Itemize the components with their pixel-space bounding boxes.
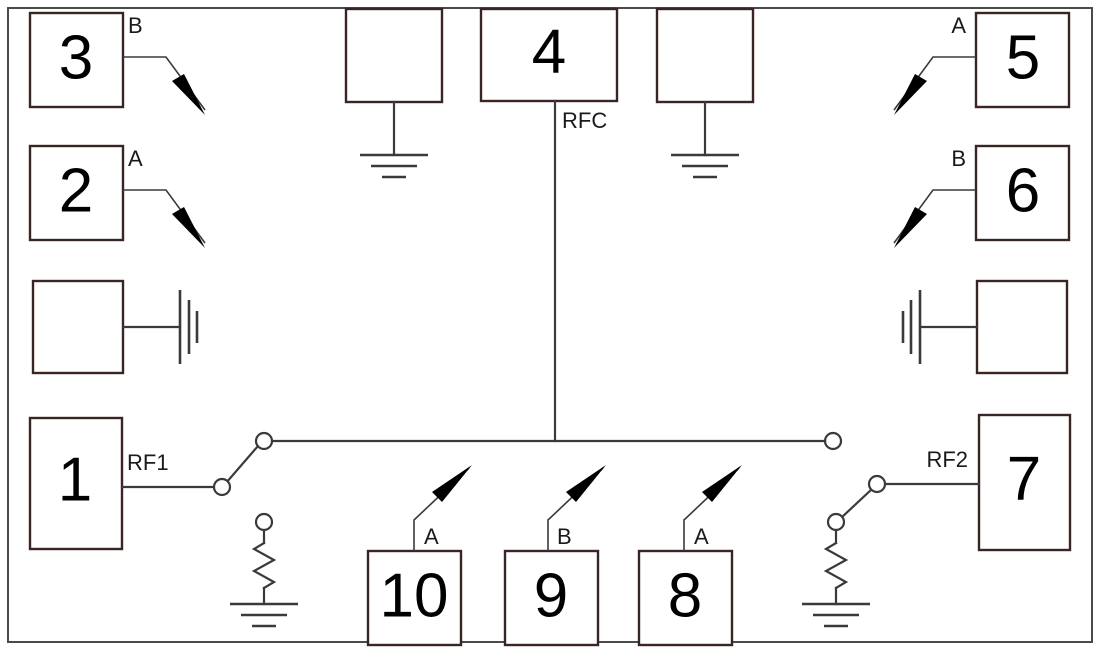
component-box-top-right-ground-rect[interactable]	[655, 7, 755, 104]
switch-rf1-throw-bus-node[interactable]	[254, 431, 274, 451]
arrow-box-5-icon	[894, 74, 927, 115]
component-box-1-label: 1	[58, 445, 92, 514]
component-box-4[interactable]: 4	[479, 7, 619, 103]
ground-term-right-icon	[802, 602, 870, 628]
component-box-1[interactable]: 1	[28, 416, 124, 551]
switch-rf1-common-node[interactable]	[212, 477, 232, 497]
component-box-10[interactable]: 10	[366, 549, 463, 647]
port-label-rfc: RFC	[562, 108, 607, 133]
diagram-frame	[7, 7, 1093, 643]
port-label-b-box6: B	[951, 146, 966, 171]
arrow-box-9-icon	[566, 465, 606, 502]
component-box-4-label: 4	[532, 17, 566, 86]
component-box-3-label: 3	[59, 23, 93, 92]
component-box-top-left-ground-rect[interactable]	[344, 7, 444, 104]
resistor-term-left	[251, 528, 277, 606]
component-box-8-rect[interactable]	[637, 549, 734, 647]
component-box-left-ground[interactable]	[31, 279, 125, 375]
port-label-b-box9: B	[557, 524, 572, 549]
resistor-term-right	[823, 528, 849, 606]
component-box-4-rect[interactable]	[479, 7, 619, 103]
component-box-9-rect[interactable]	[503, 549, 600, 647]
component-box-right-ground-rect[interactable]	[975, 279, 1069, 375]
port-label-a-box8: A	[694, 524, 709, 549]
port-label-a-box10: A	[424, 524, 439, 549]
switch-rf2-blade[interactable]	[839, 487, 874, 520]
component-box-6[interactable]: 6	[974, 144, 1071, 242]
component-box-7-label: 7	[1007, 444, 1041, 513]
port-label-a-box5: A	[951, 13, 966, 38]
arrow-box-8-icon	[702, 465, 742, 502]
ground-mid-left-icon	[178, 290, 199, 364]
arrow-box-3-icon	[172, 74, 205, 115]
port-label-a-box2: A	[128, 146, 143, 171]
ground-mid-right-icon	[901, 290, 922, 364]
leader-line-box-10	[413, 467, 470, 551]
component-box-2-label: 2	[59, 156, 93, 225]
ground-term-left-icon	[230, 602, 298, 628]
component-box-top-left-ground[interactable]	[344, 7, 444, 104]
port-label-rf1: RF1	[127, 450, 169, 475]
component-box-top-right-ground[interactable]	[655, 7, 755, 104]
component-box-9-label: 9	[534, 561, 568, 630]
component-box-5-label: 5	[1006, 23, 1040, 92]
component-box-5-rect[interactable]	[974, 11, 1071, 109]
arrow-box-2-icon	[172, 207, 205, 248]
component-box-6-label: 6	[1006, 156, 1040, 225]
component-box-7-rect[interactable]	[977, 413, 1072, 552]
component-box-3-rect[interactable]	[28, 11, 125, 109]
arrow-box-6-icon	[894, 207, 927, 248]
component-box-8[interactable]: 8	[637, 549, 734, 647]
component-box-10-label: 10	[380, 561, 449, 630]
switch-rf1-throw-term-node[interactable]	[254, 512, 274, 532]
component-box-7[interactable]: 7	[977, 413, 1072, 552]
switch-rf2[interactable]	[823, 431, 887, 532]
ground-top-right-icon	[671, 153, 739, 179]
arrow-box-10-icon	[432, 465, 472, 502]
ground-top-left-icon	[360, 153, 428, 179]
component-box-8-label: 8	[668, 561, 702, 630]
switch-rf2-common-node[interactable]	[867, 474, 887, 494]
leader-line-box-8	[683, 467, 740, 551]
component-box-right-ground[interactable]	[975, 279, 1069, 375]
port-label-b-box3: B	[128, 13, 143, 38]
port-label-rf2: RF2	[926, 447, 968, 472]
component-box-2[interactable]: 2	[28, 144, 125, 242]
component-box-1-rect[interactable]	[28, 416, 124, 551]
component-box-9[interactable]: 9	[503, 549, 600, 647]
component-box-5[interactable]: 5	[974, 11, 1071, 109]
component-box-6-rect[interactable]	[974, 144, 1071, 242]
switch-rf1-blade[interactable]	[224, 444, 260, 485]
switch-rf2-throw-term-node[interactable]	[826, 512, 846, 532]
component-box-2-rect[interactable]	[28, 144, 125, 242]
component-box-3[interactable]: 3	[28, 11, 125, 109]
switch-rf2-throw-bus-node[interactable]	[823, 431, 843, 451]
component-box-left-ground-rect[interactable]	[31, 279, 125, 375]
switch-rf1[interactable]	[212, 431, 274, 532]
